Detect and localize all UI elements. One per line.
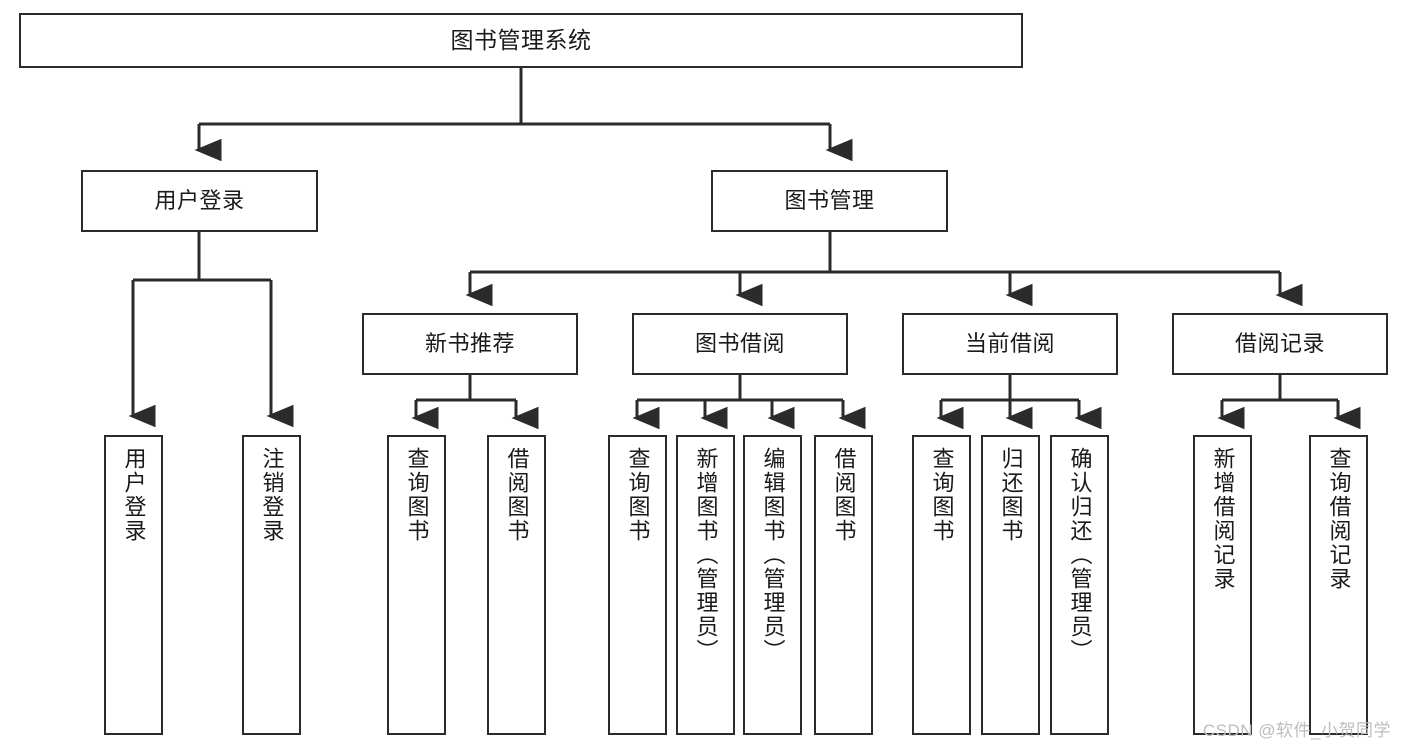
leaf-recommend-query-book[interactable]: 查询图书 (387, 435, 446, 735)
node-label: 查询图书 (625, 447, 651, 543)
leaf-record-query-borrow-record[interactable]: 查询借阅记录 (1309, 435, 1368, 735)
leaf-record-add-borrow-record[interactable]: 新增借阅记录 (1193, 435, 1252, 735)
node-label: 用户登录 (154, 188, 245, 214)
leaf-borrow-add-book-admin[interactable]: 新增图书（管理员） (676, 435, 735, 735)
leaf-user-login[interactable]: 用户登录 (104, 435, 163, 735)
node-root-system[interactable]: 图书管理系统 (19, 13, 1023, 68)
node-label: 编辑图书（管理员） (760, 447, 786, 663)
node-label: 借阅图书 (831, 447, 857, 543)
node-label: 借阅图书 (504, 447, 530, 543)
leaf-borrow-query-book[interactable]: 查询图书 (608, 435, 667, 735)
node-label: 查询图书 (404, 447, 430, 543)
leaf-current-query-book[interactable]: 查询图书 (912, 435, 971, 735)
node-user-login[interactable]: 用户登录 (81, 170, 318, 232)
node-label: 新书推荐 (424, 331, 515, 357)
node-label: 新增借阅记录 (1210, 447, 1236, 591)
leaf-current-return-book[interactable]: 归还图书 (981, 435, 1040, 735)
leaf-borrow-borrow-book[interactable]: 借阅图书 (814, 435, 873, 735)
leaf-current-confirm-return-admin[interactable]: 确认归还（管理员） (1050, 435, 1109, 735)
node-borrow-record[interactable]: 借阅记录 (1172, 313, 1388, 375)
node-label: 归还图书 (998, 447, 1024, 543)
node-new-book-recommend[interactable]: 新书推荐 (362, 313, 578, 375)
node-current-borrow[interactable]: 当前借阅 (902, 313, 1118, 375)
leaf-user-logout[interactable]: 注销登录 (242, 435, 301, 735)
node-book-borrow[interactable]: 图书借阅 (632, 313, 848, 375)
node-label: 当前借阅 (964, 331, 1055, 357)
node-label: 确认归还（管理员） (1067, 447, 1093, 663)
node-label: 图书管理系统 (450, 26, 592, 53)
leaf-recommend-borrow-book[interactable]: 借阅图书 (487, 435, 546, 735)
node-label: 注销登录 (259, 447, 285, 543)
node-label: 用户登录 (121, 447, 147, 543)
node-label: 查询借阅记录 (1326, 447, 1352, 591)
node-label: 查询图书 (929, 447, 955, 543)
node-label: 借阅记录 (1234, 331, 1325, 357)
node-label: 图书借阅 (694, 331, 785, 357)
node-book-management[interactable]: 图书管理 (711, 170, 948, 232)
csdn-watermark: CSDN @软件_小贺同学 (1202, 721, 1391, 740)
node-label: 新增图书（管理员） (693, 447, 719, 663)
leaf-borrow-edit-book-admin[interactable]: 编辑图书（管理员） (743, 435, 802, 735)
node-label: 图书管理 (784, 188, 875, 214)
